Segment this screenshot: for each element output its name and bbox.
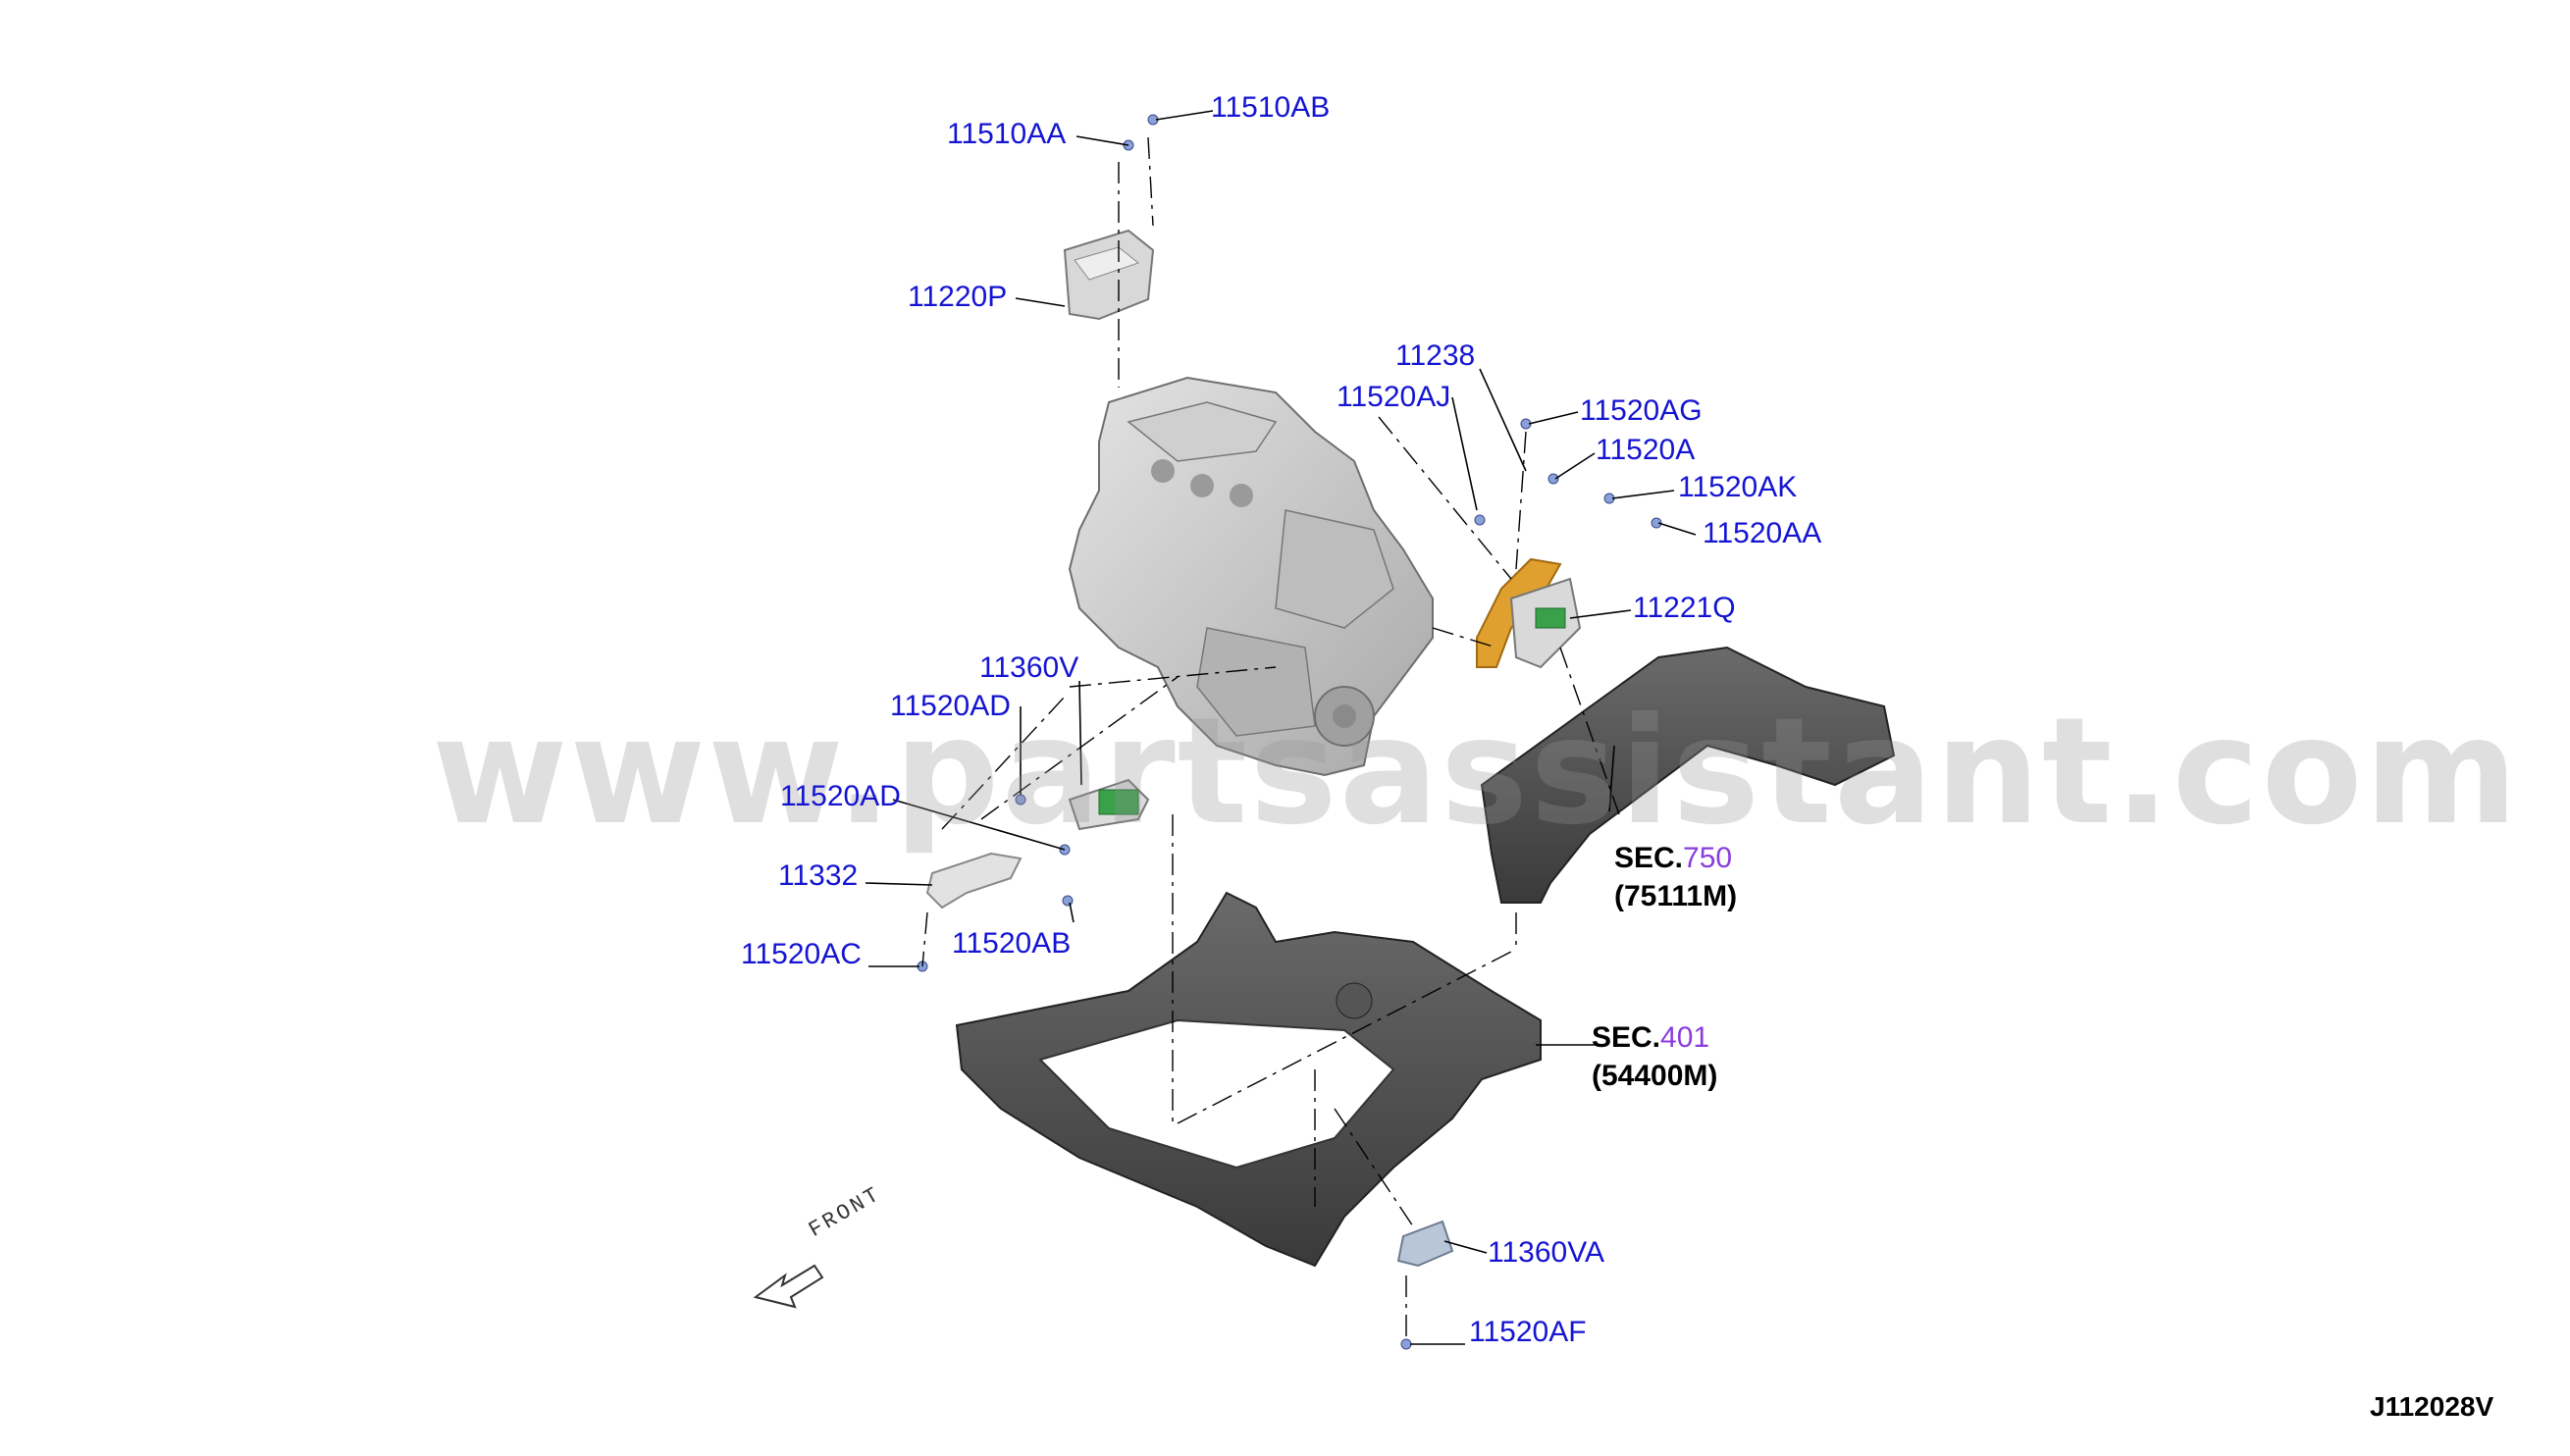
callout-11520AG[interactable]: 11520AG [1580, 394, 1703, 427]
section-number[interactable]: 401 [1660, 1021, 1710, 1054]
callout-11238[interactable]: 11238 [1395, 339, 1476, 372]
callout-11360V[interactable]: 11360V [979, 651, 1079, 684]
callout-11221Q[interactable]: 11221Q [1633, 592, 1736, 624]
section-part: (75111M) [1614, 880, 1738, 912]
right-mount-bracket [1476, 557, 1582, 669]
callout-11220P[interactable]: 11220P [908, 281, 1008, 313]
diagram-code: J112028V [2370, 1391, 2494, 1422]
bolt-markers [917, 114, 1662, 1350]
left-mount [1068, 778, 1150, 831]
callout-11520AJ[interactable]: 11520AJ [1337, 381, 1451, 413]
callout-11520AA[interactable]: 11520AA [1703, 517, 1822, 549]
callout-11520AD-lower[interactable]: 11520AD [780, 780, 901, 812]
section-ref-401[interactable]: SEC.401 (54400M) [1592, 1018, 1717, 1095]
section-number[interactable]: 750 [1683, 842, 1733, 874]
callout-11520AB[interactable]: 11520AB [952, 927, 1072, 960]
callout-11520A[interactable]: 11520A [1596, 434, 1696, 466]
top-mount-bracket [1063, 229, 1155, 321]
callout-11332[interactable]: 11332 [778, 859, 859, 892]
callout-11520AK[interactable]: 11520AK [1678, 471, 1798, 503]
assembly-dash-lines [921, 136, 1620, 1339]
section-part: (54400M) [1592, 1060, 1718, 1092]
section-prefix: SEC. [1614, 842, 1684, 874]
callout-11520AF[interactable]: 11520AF [1469, 1316, 1587, 1348]
sub-frame [955, 891, 1542, 1268]
callout-11360VA[interactable]: 11360VA [1488, 1236, 1604, 1269]
engine-assembly [1068, 376, 1434, 777]
callout-11520AC[interactable]: 11520AC [741, 938, 862, 970]
section-prefix: SEC. [1592, 1021, 1661, 1054]
callout-11510AB[interactable]: 11510AB [1211, 91, 1331, 124]
rear-bracket-11332 [925, 852, 1023, 910]
leader-lines [865, 110, 1697, 1345]
side-member [1480, 646, 1896, 904]
callout-11510AA[interactable]: 11510AA [947, 118, 1067, 150]
lower-mount-11360VA [1396, 1220, 1454, 1268]
callout-11520AD-upper[interactable]: 11520AD [890, 690, 1011, 722]
section-ref-750[interactable]: SEC.750 (75111M) [1614, 839, 1737, 915]
front-arrow-icon [753, 1264, 824, 1309]
